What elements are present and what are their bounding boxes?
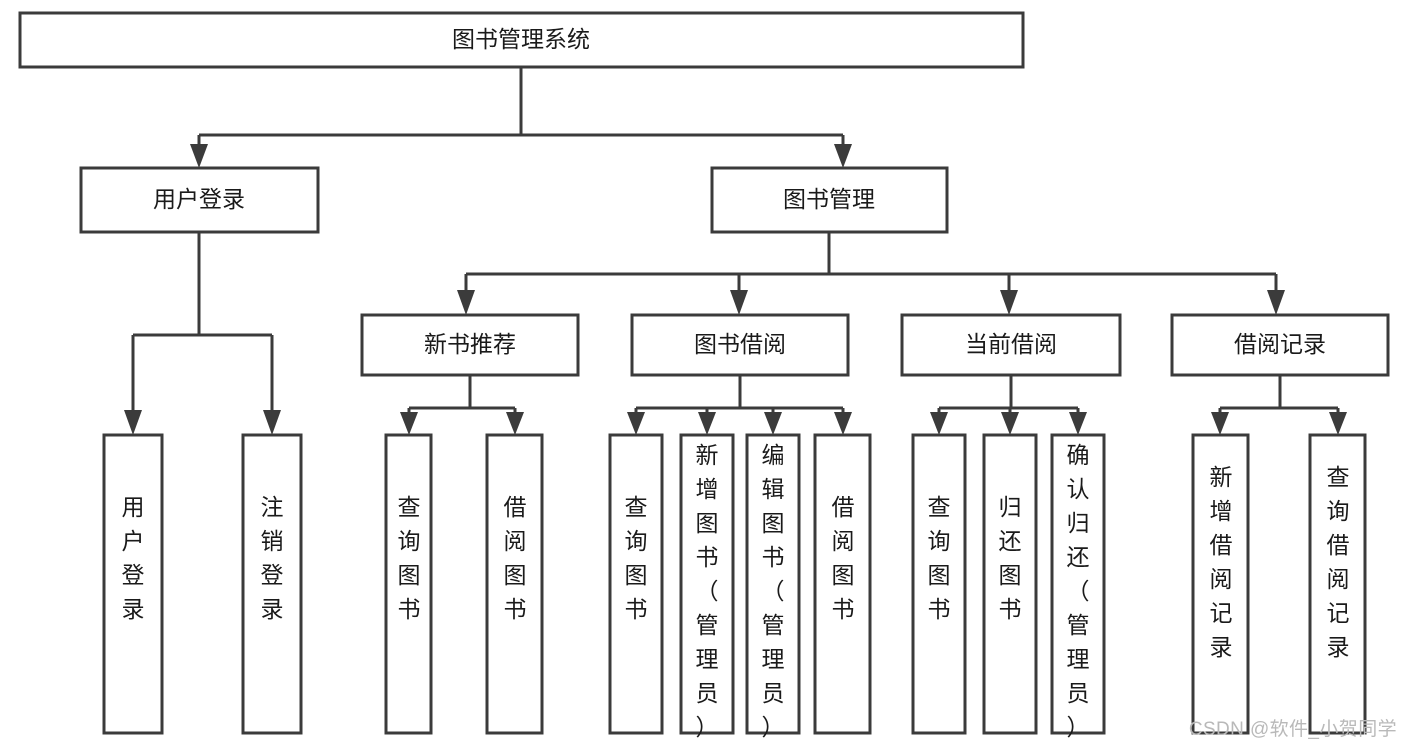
node-leaf-confirm-return-admin-label: 确认归还（管理员） <box>1067 442 1090 740</box>
node-leaf-return-book-label: 归还图书 <box>999 494 1022 622</box>
node-leaf-query-borrow-record[interactable]: 查询借阅记录 <box>1308 433 1367 735</box>
node-root[interactable]: 图书管理系统 <box>18 11 1025 69</box>
node-leaf-edit-book-admin[interactable]: 编辑图书（管理员） <box>745 433 801 740</box>
node-leaf-add-book-admin[interactable]: 新增图书（管理员） <box>679 433 735 740</box>
node-borrow-record[interactable]: 借阅记录 <box>1170 313 1390 377</box>
node-leaf-borrow-book-2-label: 借阅图书 <box>832 494 855 622</box>
arrow-head-icon <box>930 412 948 435</box>
node-user-login-label: 用户登录 <box>153 186 245 212</box>
node-leaf-query-book-3[interactable]: 查询图书 <box>911 433 967 735</box>
node-leaf-borrow-book-1-label: 借阅图书 <box>504 494 527 622</box>
connector-newbook-to-leaves <box>400 375 524 435</box>
arrow-head-icon <box>627 412 645 435</box>
node-book-borrow-label: 图书借阅 <box>694 331 786 357</box>
connector-layer <box>124 67 1347 435</box>
node-leaf-query-book-3-label: 查询图书 <box>928 494 951 622</box>
arrow-head-icon <box>1001 412 1019 435</box>
arrow-head-icon <box>400 412 418 435</box>
arrow-head-icon <box>730 290 748 315</box>
arrow-head-icon <box>263 410 281 435</box>
node-leaf-query-book-1-label: 查询图书 <box>398 494 421 622</box>
arrow-head-icon <box>1069 412 1087 435</box>
arrow-head-icon <box>834 144 852 168</box>
node-leaf-add-borrow-record-label: 新增借阅记录 <box>1210 464 1233 660</box>
node-current-borrow[interactable]: 当前借阅 <box>900 313 1122 377</box>
arrow-head-icon <box>834 412 852 435</box>
arrow-head-icon <box>1000 290 1018 315</box>
connector-bookmgmt-to-level3 <box>457 232 1285 315</box>
arrow-head-icon <box>190 144 208 168</box>
node-root-label: 图书管理系统 <box>452 26 590 52</box>
arrow-head-icon <box>506 412 524 435</box>
arrow-head-icon <box>764 412 782 435</box>
node-leaf-borrow-book-2[interactable]: 借阅图书 <box>813 433 872 735</box>
node-book-management[interactable]: 图书管理 <box>710 166 949 234</box>
arrow-head-icon <box>698 412 716 435</box>
connector-root-to-level2 <box>190 67 852 168</box>
node-leaf-borrow-book-1[interactable]: 借阅图书 <box>485 433 544 735</box>
node-leaf-edit-book-admin-label: 编辑图书（管理员） <box>762 442 785 740</box>
arrow-head-icon <box>124 410 142 435</box>
node-leaf-query-book-1[interactable]: 查询图书 <box>384 433 433 735</box>
node-current-borrow-label: 当前借阅 <box>965 331 1057 357</box>
node-book-management-label: 图书管理 <box>783 186 875 212</box>
node-leaf-query-book-2[interactable]: 查询图书 <box>608 433 664 735</box>
node-layer: 图书管理系统 用户登录 图书管理 新书推荐 图书借阅 当前 <box>18 11 1390 740</box>
node-new-book-recommend-label: 新书推荐 <box>424 331 516 357</box>
arrow-head-icon <box>1211 412 1229 435</box>
node-leaf-user-login-label: 用户登录 <box>122 494 145 622</box>
node-leaf-add-book-admin-label: 新增图书（管理员） <box>696 442 719 740</box>
node-new-book-recommend[interactable]: 新书推荐 <box>360 313 580 377</box>
connector-borrow-to-leaves <box>627 375 852 435</box>
node-leaf-query-borrow-record-label: 查询借阅记录 <box>1327 464 1350 660</box>
node-user-login[interactable]: 用户登录 <box>79 166 320 234</box>
arrow-head-icon <box>1267 290 1285 315</box>
connector-record-to-leaves <box>1211 375 1347 435</box>
arrow-head-icon <box>457 290 475 315</box>
node-leaf-return-book[interactable]: 归还图书 <box>982 433 1038 735</box>
node-borrow-record-label: 借阅记录 <box>1234 331 1326 357</box>
node-leaf-user-login[interactable]: 用户登录 <box>102 433 164 735</box>
node-leaf-add-borrow-record[interactable]: 新增借阅记录 <box>1191 433 1250 735</box>
connector-userlogin-to-leaves <box>124 232 281 435</box>
node-book-borrow[interactable]: 图书借阅 <box>630 313 850 377</box>
node-leaf-logout-label: 注销登录 <box>261 494 284 622</box>
node-leaf-logout[interactable]: 注销登录 <box>241 433 303 735</box>
node-leaf-query-book-2-label: 查询图书 <box>625 494 648 622</box>
connector-current-to-leaves <box>930 375 1087 435</box>
node-leaf-confirm-return-admin[interactable]: 确认归还（管理员） <box>1050 433 1106 740</box>
arrow-head-icon <box>1329 412 1347 435</box>
